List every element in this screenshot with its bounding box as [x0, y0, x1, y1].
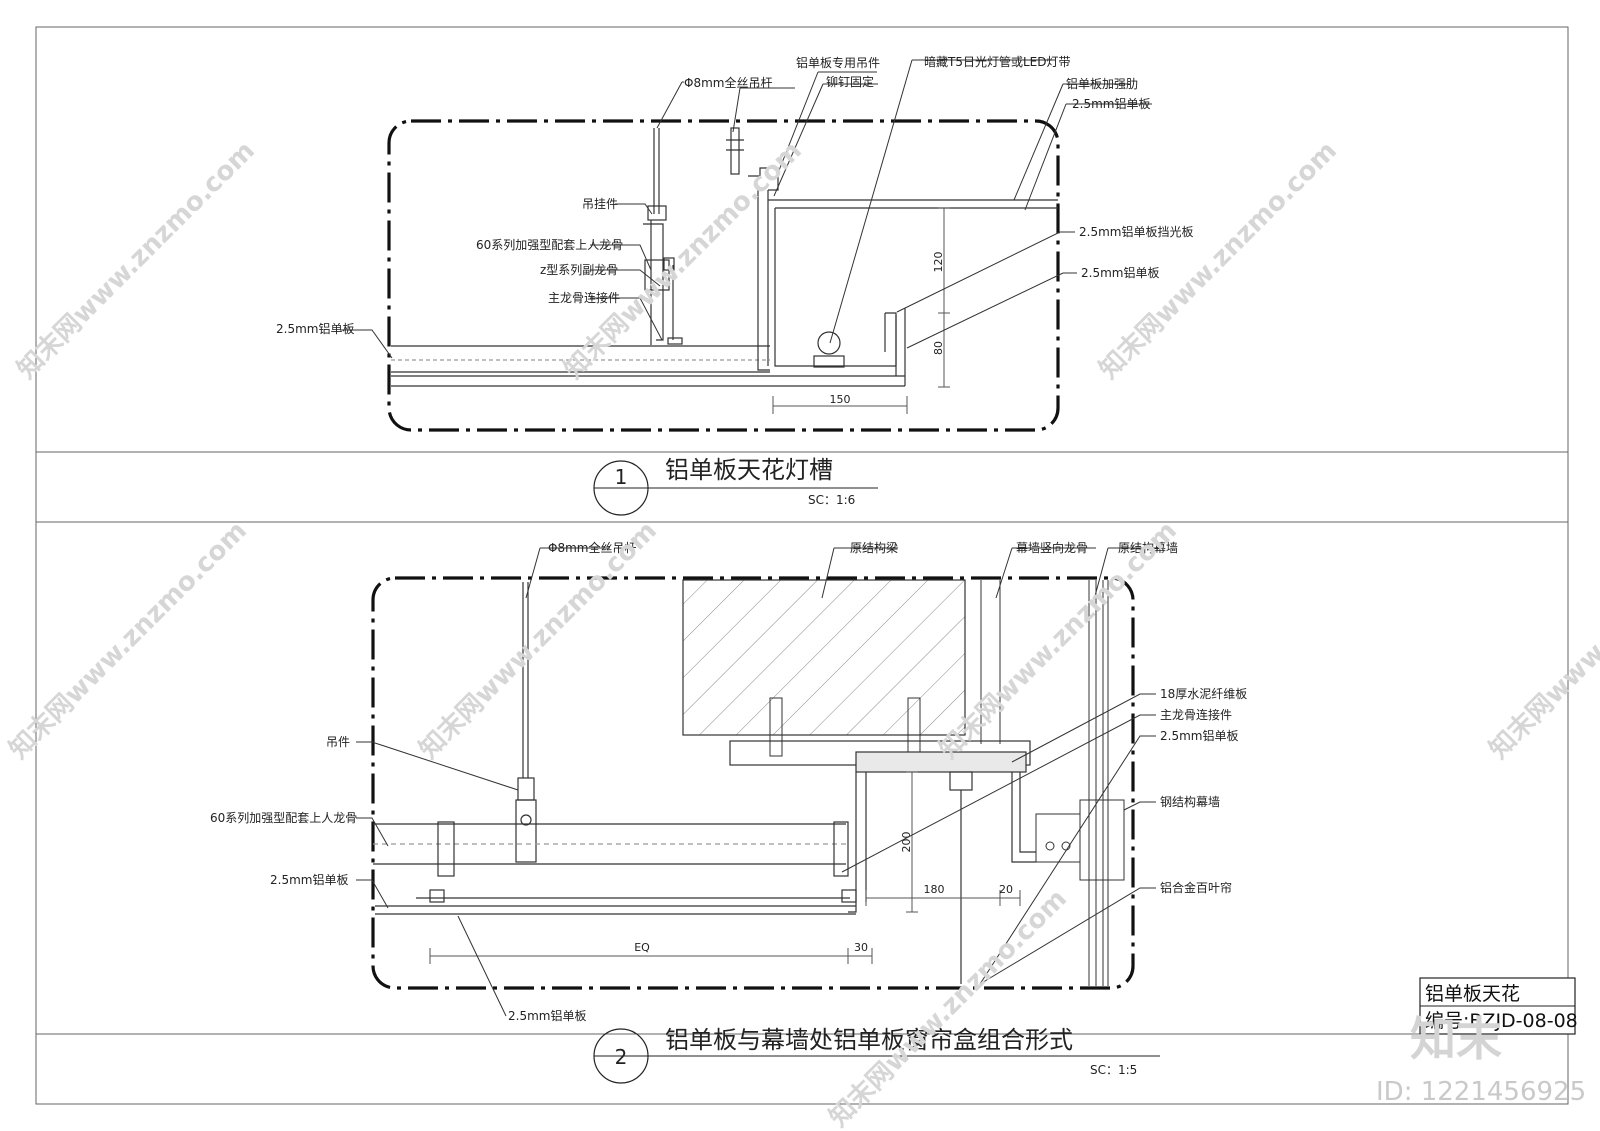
d1-leaders [340, 59, 1152, 359]
d1-ceiling-panel [391, 308, 906, 387]
detail-1: 120 80 150 Φ8mm全丝吊杆 铝单板专用吊件 铆钉固定 暗藏T5日光灯… [276, 54, 1193, 516]
d2-label-connector: 主龙骨连接件 [1160, 707, 1232, 722]
d1-dim-150: 150 [830, 393, 851, 406]
d2-curtain-box [848, 751, 1036, 984]
watermark-text-4: 知末网www.znzmo.com [4, 516, 253, 765]
d1-label-panel-right: 2.5mm铝单板 [1081, 265, 1159, 280]
title-block-code: 编号:BZJD-08-08 [1425, 1010, 1578, 1032]
d2-ceiling-panel [375, 897, 856, 915]
d2-label-panel-r: 2.5mm铝单板 [1160, 728, 1238, 743]
d1-label-main-keel: 60系列加强型配套上人龙骨 [476, 238, 623, 252]
d1-label-rivet: 铆钉固定 [826, 74, 874, 89]
d2-label-panel-l: 2.5mm铝单板 [270, 872, 348, 887]
watermark-text-1: 知末网www.znzmo.com [12, 136, 261, 385]
d2-title-marker [593, 1028, 1160, 1084]
d1-label-connector: 主龙骨连接件 [548, 290, 620, 305]
d2-structural-beam [682, 579, 1031, 766]
watermark-logo: 知末 [1410, 1012, 1502, 1066]
d2-label-curtain-wall: 原结构幕墙 [1118, 540, 1178, 555]
detail-2: 200 180 20 EQ 30 Φ8mm全丝吊杆 原结构梁 幕墙竖向龙骨 原结… [210, 540, 1247, 1084]
sheet-frame [35, 26, 1569, 1105]
d2-label-main-keel: 60系列加强型配套上人龙骨 [210, 811, 357, 825]
d1-dimensions [772, 207, 950, 414]
d2-dim-180: 180 [924, 883, 945, 896]
d2-dimensions [429, 771, 1021, 964]
d1-label-panel-top: 2.5mm铝单板 [1072, 96, 1150, 111]
d1-label-panel-left: 2.5mm铝单板 [276, 321, 354, 336]
d1-label-rib: 铝单板加强肋 [1066, 76, 1138, 91]
d1-dim-80: 80 [932, 341, 945, 355]
d2-label-beam: 原结构梁 [850, 540, 898, 555]
d2-number: 2 [615, 1045, 628, 1069]
d1-label-light: 暗藏T5日光灯管或LED灯带 [924, 54, 1070, 69]
d2-label-board18: 18厚水泥纤维板 [1160, 687, 1247, 701]
d2-label-steel-wall: 钢结构幕墙 [1160, 794, 1220, 809]
title-block-name: 铝单板天花 [1425, 983, 1520, 1005]
watermark-text-3: 知末网www.znzmo.com [1094, 136, 1343, 385]
d2-label-blind: 铝合金百叶帘 [1160, 880, 1232, 895]
d1-number: 1 [615, 465, 628, 489]
detail-1-boundary [387, 119, 1060, 432]
d1-title: 铝单板天花灯槽 [665, 456, 833, 484]
d1-scale: SC：1:6 [808, 493, 855, 507]
watermark-id: ID: 1221456925 [1376, 1077, 1586, 1107]
d1-dim-120: 120 [932, 252, 945, 273]
d2-suspension-system [373, 582, 857, 903]
d2-dim-200: 200 [900, 832, 913, 853]
d1-label-baffle: 2.5mm铝单板挡光板 [1079, 224, 1193, 239]
detail-2-boundary [371, 576, 1135, 990]
d2-label-mullion: 幕墙竖向龙骨 [1016, 540, 1088, 555]
d2-title: 铝单板与幕墙处铝单板窗帘盒组合形式 [665, 1026, 1073, 1054]
d2-leaders [356, 547, 1158, 1017]
watermark-text-7: 知末网www.znzmo.com [824, 884, 1073, 1131]
d1-label-rod: Φ8mm全丝吊杆 [684, 75, 772, 90]
d2-label-rod: Φ8mm全丝吊杆 [548, 540, 636, 555]
d1-label-hanger-special: 铝单板专用吊件 [796, 55, 880, 70]
d1-suspension-system [643, 128, 683, 345]
d1-title-marker [593, 460, 878, 516]
watermark-text-8: 知末网www.znzmo.com [1484, 516, 1600, 765]
d1-label-z-keel: z型系列副龙骨 [540, 263, 618, 277]
d2-dim-30: 30 [854, 941, 868, 954]
d2-dim-eq: EQ [634, 941, 650, 954]
title-block [1419, 977, 1576, 1035]
d2-label-panel-bottom: 2.5mm铝单板 [508, 1008, 586, 1023]
watermark-text-2: 知末网www.znzmo.com [559, 136, 808, 385]
d2-label-hanger: 吊件 [326, 735, 350, 749]
d2-scale: SC：1:5 [1090, 1063, 1137, 1077]
d2-dim-20: 20 [999, 883, 1013, 896]
d1-label-hanger: 吊挂件 [582, 197, 618, 211]
